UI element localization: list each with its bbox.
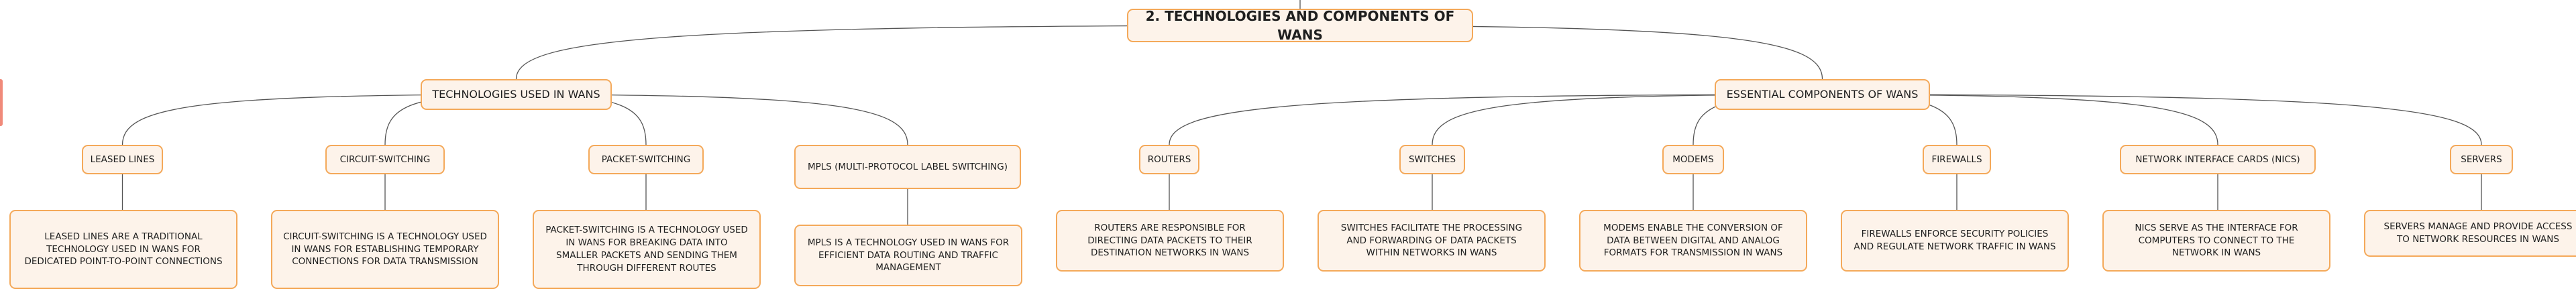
node-packet-switching[interactable]: PACKET-SWITCHING: [588, 145, 704, 174]
desc-mpls[interactable]: MPLS IS A TECHNOLOGY USED IN WANS FOR EF…: [794, 225, 1022, 286]
node-nics[interactable]: NETWORK INTERFACE CARDS (NICS): [2120, 145, 2316, 174]
desc-routers[interactable]: ROUTERS ARE RESPONSIBLE FOR DIRECTING DA…: [1056, 210, 1284, 272]
node-leased-lines[interactable]: LEASED LINES: [82, 145, 163, 174]
branch-components[interactable]: ESSENTIAL COMPONENTS OF WANS: [1715, 79, 1930, 110]
root-node[interactable]: 2. TECHNOLOGIES AND COMPONENTS OF WANS: [1127, 8, 1473, 43]
side-panel-tab[interactable]: [0, 79, 3, 126]
desc-nics[interactable]: NICS SERVE AS THE INTERFACE FOR COMPUTER…: [2102, 210, 2330, 272]
node-firewalls[interactable]: FIREWALLS: [1923, 145, 1991, 174]
desc-firewalls[interactable]: FIREWALLS ENFORCE SECURITY POLICIES AND …: [1841, 210, 2069, 272]
node-routers[interactable]: ROUTERS: [1139, 145, 1199, 174]
desc-switches[interactable]: SWITCHES FACILITATE THE PROCESSING AND F…: [1318, 210, 1546, 272]
desc-modems[interactable]: MODEMS ENABLE THE CONVERSION OF DATA BET…: [1579, 210, 1807, 272]
desc-circuit-switching[interactable]: CIRCUIT-SWITCHING IS A TECHNOLOGY USED I…: [271, 210, 499, 289]
desc-servers[interactable]: SERVERS MANAGE AND PROVIDE ACCESS TO NET…: [2364, 210, 2576, 257]
desc-leased-lines[interactable]: LEASED LINES ARE A TRADITIONAL TECHNOLOG…: [9, 210, 237, 289]
node-servers[interactable]: SERVERS: [2450, 145, 2513, 174]
node-modems[interactable]: MODEMS: [1662, 145, 1724, 174]
node-mpls[interactable]: MPLS (MULTI-PROTOCOL LABEL SWITCHING): [794, 145, 1021, 189]
node-switches[interactable]: SWITCHES: [1399, 145, 1465, 174]
node-circuit-switching[interactable]: CIRCUIT-SWITCHING: [325, 145, 445, 174]
branch-technologies[interactable]: TECHNOLOGIES USED IN WANS: [421, 79, 612, 110]
desc-packet-switching[interactable]: PACKET-SWITCHING IS A TECHNOLOGY USED IN…: [533, 210, 761, 289]
